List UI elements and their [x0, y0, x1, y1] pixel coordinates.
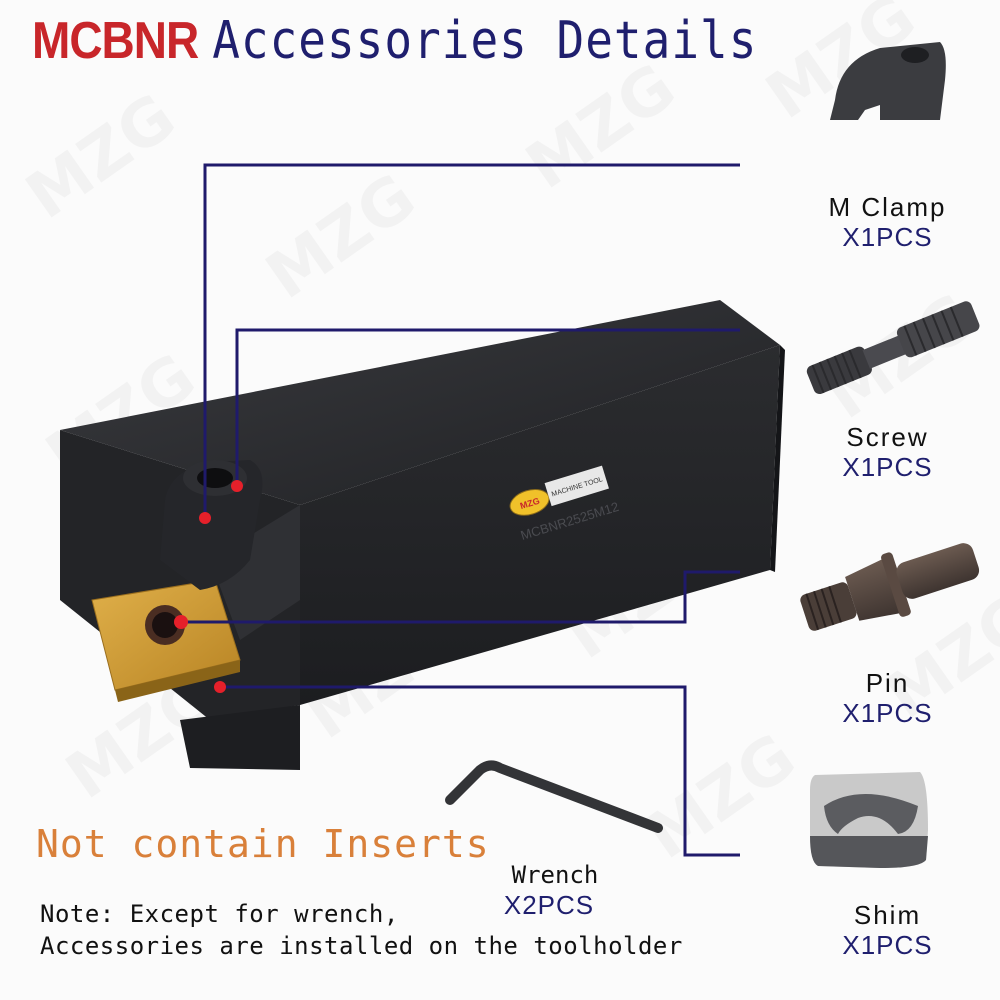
leader-shim — [220, 685, 740, 857]
holder-side-face — [300, 345, 780, 705]
pin-image — [800, 543, 980, 631]
label-shim: Shim X1PCS — [815, 900, 960, 960]
dot-pin — [174, 615, 188, 629]
accessory-qty: X1PCS — [842, 452, 933, 482]
note-line-2: Accessories are installed on the toolhol… — [40, 932, 683, 960]
holder-head-lower — [180, 705, 300, 770]
screw-image — [806, 301, 980, 395]
accessory-qty: X2PCS — [503, 890, 595, 920]
label-pin: Pin X1PCS — [815, 668, 960, 728]
accessory-name: Screw — [846, 422, 929, 452]
leader-lines — [180, 163, 740, 857]
leader-pin — [180, 570, 740, 624]
leader-screw — [235, 328, 740, 486]
not-included-notice: Not contain Inserts — [36, 822, 490, 866]
installed-m-clamp — [160, 460, 263, 590]
title-brand: MCBNR — [32, 11, 199, 70]
accessory-qty: X1PCS — [842, 698, 933, 728]
dot-screw — [231, 480, 243, 492]
wrench-image — [445, 760, 663, 833]
accessory-qty: X1PCS — [842, 930, 933, 960]
dot-shim — [214, 681, 226, 693]
shim-image — [810, 772, 928, 868]
accessory-name: M Clamp — [828, 192, 947, 222]
accessory-name: Pin — [865, 668, 910, 698]
m-clamp-image — [830, 42, 946, 120]
insert — [91, 579, 241, 702]
holder-top-face — [60, 300, 780, 505]
holder-pocket — [210, 505, 300, 640]
leader-m-clamp — [203, 163, 740, 518]
label-m-clamp: M Clamp X1PCS — [815, 192, 960, 252]
title-text: Accessories Details — [212, 10, 758, 71]
label-wrench: Wrench X2PCS — [495, 860, 615, 920]
installation-note: Note: Except for wrench, Accessories are… — [40, 898, 683, 962]
dot-m-clamp — [199, 512, 211, 524]
callout-dots — [174, 480, 243, 693]
label-screw: Screw X1PCS — [815, 422, 960, 482]
accessory-name: Shim — [853, 900, 922, 930]
holder-end-face — [770, 345, 785, 572]
brand-badge — [509, 489, 550, 516]
accessory-qty: X1PCS — [842, 222, 933, 252]
note-line-1: Note: Except for wrench, — [40, 900, 399, 928]
accessory-name: Wrench — [511, 861, 599, 889]
machine-tool-tag — [544, 465, 609, 507]
